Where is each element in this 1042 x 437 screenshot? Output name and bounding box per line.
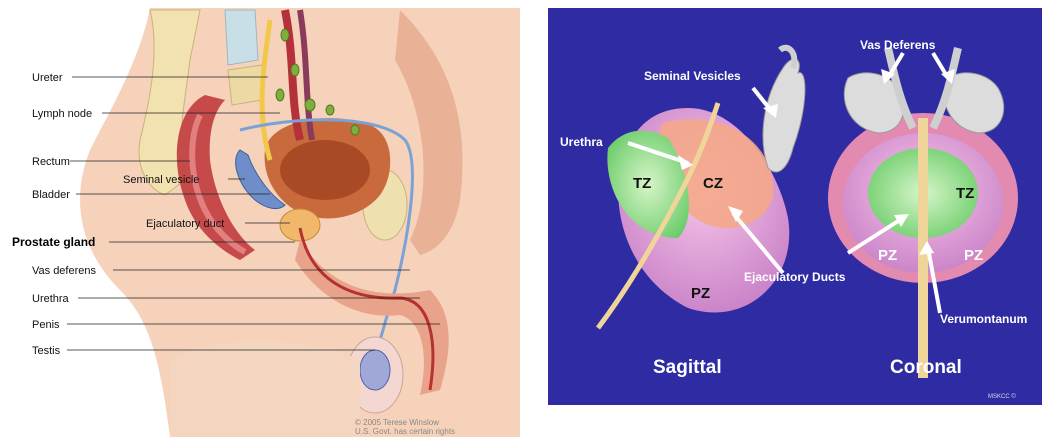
zone-pz-coronal-right: PZ <box>964 247 983 264</box>
label-seminal-vesicles: Seminal Vesicles <box>644 69 741 83</box>
label-urethra: Urethra <box>32 293 70 305</box>
label-vas-deferens-coronal: Vas Deferens <box>860 38 936 52</box>
mskcc-logo: MSKCC © <box>988 393 1016 400</box>
label-lymph-node: Lymph node <box>32 108 92 120</box>
prostate <box>280 209 320 241</box>
label-rectum: Rectum <box>32 156 70 168</box>
label-ureter: Ureter <box>32 72 63 84</box>
spine-block <box>225 10 258 65</box>
zone-pz-sagittal: PZ <box>691 285 710 302</box>
bladder-inner <box>280 140 370 200</box>
prostate-zonal-anatomy-panel: Vas Deferens Seminal Vesicles Urethra Ej… <box>548 8 1042 405</box>
view-coronal-title: Coronal <box>890 357 962 378</box>
label-testis: Testis <box>32 345 61 357</box>
zone-pz-coronal-left: PZ <box>878 247 897 264</box>
male-pelvic-anatomy-illustration: Ureter Lymph node Rectum Seminal vesicle… <box>0 0 520 437</box>
testis <box>360 350 390 390</box>
label-prostate-gland: Prostate gland <box>12 235 95 249</box>
label-urethra-sagittal: Urethra <box>560 135 603 149</box>
zone-tz-sagittal: TZ <box>633 175 651 192</box>
label-seminal-vesicle: Seminal vesicle <box>123 174 199 186</box>
view-sagittal-title: Sagittal <box>653 357 722 378</box>
label-vas-deferens: Vas deferens <box>32 265 97 277</box>
credit-line-2: U.S. Govt. has certain rights <box>355 427 455 436</box>
label-ejaculatory-duct: Ejaculatory duct <box>146 218 224 230</box>
zone-tz-coronal: TZ <box>956 185 974 202</box>
label-bladder: Bladder <box>32 189 70 201</box>
spine-block <box>228 65 262 105</box>
zone-cz-sagittal: CZ <box>703 175 723 192</box>
label-ejaculatory-ducts: Ejaculatory Ducts <box>744 270 846 284</box>
credit-line-1: © 2005 Terese Winslow <box>355 418 439 427</box>
label-verumontanum: Verumontanum <box>940 312 1027 326</box>
leg <box>170 341 360 437</box>
label-penis: Penis <box>32 319 60 331</box>
